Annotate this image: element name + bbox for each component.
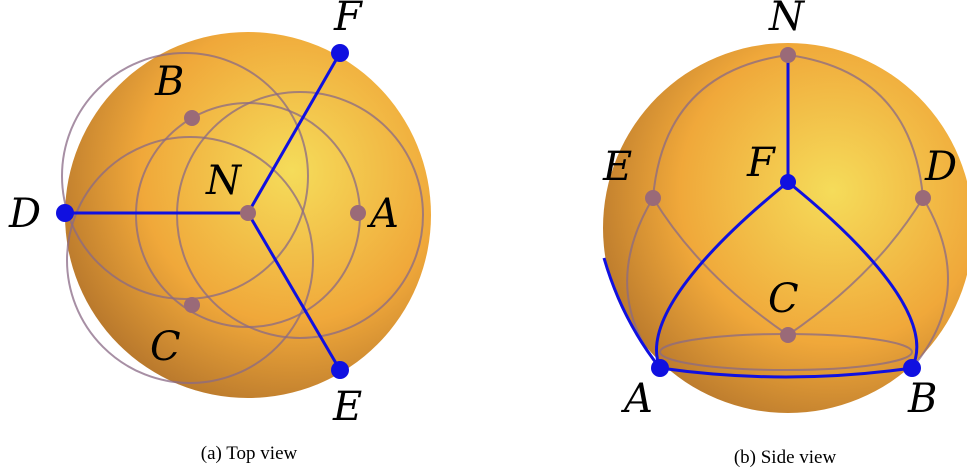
point-c-side <box>780 327 796 343</box>
side-view-points <box>645 47 931 377</box>
arc-d-b <box>911 197 949 369</box>
point-b-side <box>903 359 921 377</box>
label-a-side: A <box>620 376 653 422</box>
label-n-side: N <box>768 0 806 40</box>
point-d <box>56 204 74 222</box>
caption-side-view: (b) Side view <box>734 447 837 468</box>
edge-f-b <box>787 180 919 369</box>
side-view-arcs <box>626 54 949 371</box>
edge-f-a <box>655 180 789 369</box>
label-d-side: D <box>924 144 957 190</box>
point-n <box>240 205 256 221</box>
point-a <box>350 205 366 221</box>
label-a: A <box>366 191 399 237</box>
point-b <box>184 110 200 126</box>
point-e <box>331 361 349 379</box>
edge-a-b <box>659 366 913 379</box>
top-view-points <box>56 44 366 379</box>
point-n-side <box>780 47 796 63</box>
label-c-side: C <box>768 276 799 322</box>
top-view-arc-c <box>66 136 314 384</box>
side-view-sphere <box>603 43 967 413</box>
label-e: E <box>332 384 362 430</box>
side-view-labels: N E F D C A B <box>602 0 957 422</box>
top-view-panel: F B N D A C E (a) Top view <box>8 0 431 464</box>
edge-n-e <box>246 212 342 371</box>
side-view-edges <box>602 53 919 379</box>
caption-top-view: (a) Top view <box>201 443 298 464</box>
arc-e-c <box>652 197 789 336</box>
point-e-side <box>645 190 661 206</box>
arc-d-n <box>787 54 924 199</box>
arc-d-c <box>787 197 924 336</box>
label-b-side: B <box>907 376 937 422</box>
label-d: D <box>8 191 41 237</box>
top-view-arc-b <box>61 52 309 300</box>
top-view-labels: F B N D A C E <box>8 0 399 430</box>
rim-left <box>602 257 662 369</box>
label-c: C <box>150 324 181 370</box>
top-view-arc-a <box>176 91 424 339</box>
label-b: B <box>154 59 184 105</box>
top-view-edges <box>65 52 342 371</box>
point-c <box>184 297 200 313</box>
point-d-side <box>915 190 931 206</box>
label-n: N <box>205 158 243 204</box>
arc-e-n <box>652 54 789 199</box>
label-e-side: E <box>602 144 632 190</box>
label-f: F <box>333 0 363 40</box>
edge-n-f <box>246 52 342 214</box>
point-a-side <box>651 359 669 377</box>
side-view-panel: N E F D C A B (b) Side view <box>602 0 967 468</box>
point-f-side <box>780 174 796 190</box>
point-f <box>331 44 349 62</box>
label-f-side: F <box>746 140 776 186</box>
